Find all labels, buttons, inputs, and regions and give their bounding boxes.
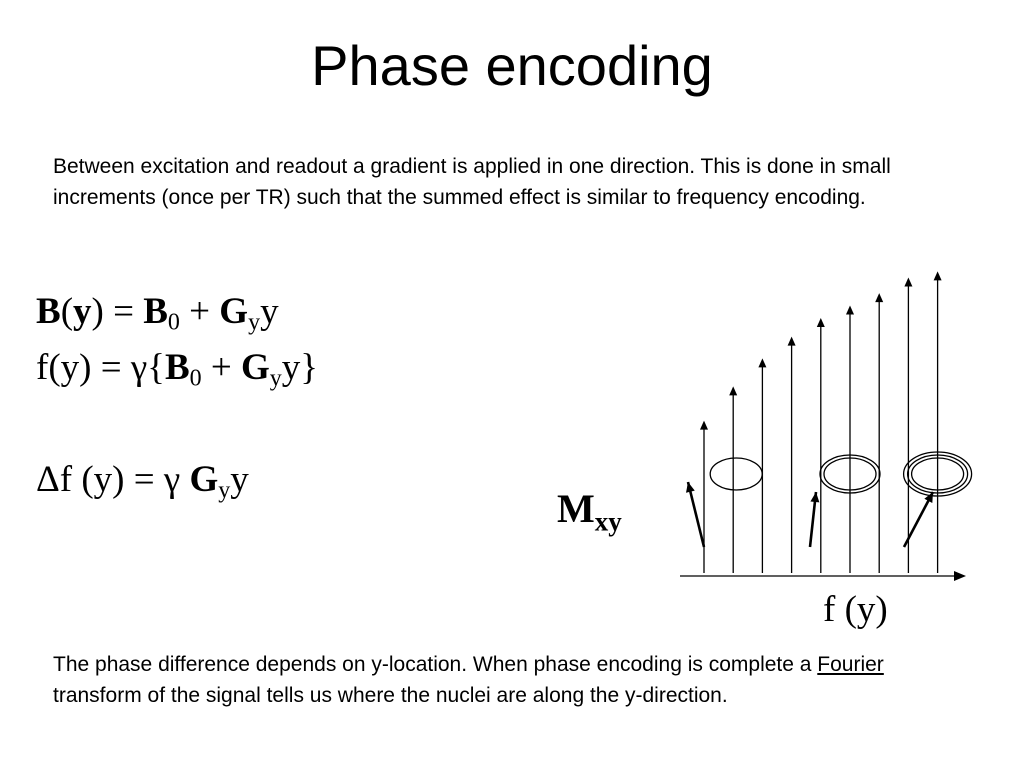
precession-ring bbox=[906, 454, 969, 494]
magnetization-vector-head bbox=[924, 492, 933, 503]
field-arrow-head bbox=[816, 317, 825, 327]
magnetization-vector bbox=[902, 491, 935, 548]
field-arrow-head bbox=[700, 420, 708, 430]
eq1-G-sub: y bbox=[248, 309, 261, 336]
eq2-tail: y} bbox=[281, 347, 319, 388]
eq1-open: ( bbox=[60, 291, 74, 332]
axis-label: f (y) bbox=[823, 589, 888, 630]
eq1-G: G bbox=[219, 291, 249, 332]
field-arrow-head bbox=[846, 305, 854, 315]
eq2-G-sub: y bbox=[269, 365, 282, 392]
eq2-B0-sub: 0 bbox=[189, 365, 202, 392]
precession-ring bbox=[902, 451, 973, 497]
eq1-plus: + bbox=[179, 291, 220, 332]
closing-paragraph: The phase difference depends on y-locati… bbox=[53, 650, 953, 711]
page-title: Phase encoding bbox=[311, 34, 713, 97]
magnetization-vector-head bbox=[686, 482, 695, 493]
field-arrow-head bbox=[904, 277, 913, 287]
eq1-B0: B bbox=[143, 291, 168, 332]
field-arrow-head bbox=[933, 271, 942, 281]
eq2-lhs: f(y) = γ{ bbox=[36, 347, 165, 388]
precession-ring bbox=[823, 457, 877, 491]
eq1-tail: y bbox=[260, 291, 279, 332]
closing-part1: The phase difference depends on y-locati… bbox=[53, 653, 818, 676]
magnetization-vector-head bbox=[810, 492, 820, 503]
field-arrow-head bbox=[729, 386, 738, 396]
eq3-G-sub: y bbox=[218, 477, 231, 504]
field-arrow-head bbox=[787, 336, 796, 346]
eq1-y: y bbox=[73, 291, 92, 332]
eq2-plus: + bbox=[201, 347, 242, 388]
equation-delta-frequency: Δf (y) = γ Gyy bbox=[36, 459, 249, 503]
precession-ring bbox=[709, 457, 763, 491]
intro-paragraph: Between excitation and readout a gradien… bbox=[53, 155, 891, 209]
eq2-G: G bbox=[241, 347, 270, 388]
eq1-B0-sub: 0 bbox=[167, 309, 180, 336]
closing-part2: transform of the signal tells us where t… bbox=[53, 683, 728, 707]
eq3-tail: y bbox=[230, 459, 249, 500]
frequency-axis-arrowhead bbox=[954, 571, 966, 581]
precession-ring bbox=[910, 457, 965, 491]
eq3-lhs: Δf (y) = γ bbox=[36, 459, 190, 500]
precession-ring bbox=[819, 454, 881, 494]
magnetization-label: Mxy bbox=[557, 486, 622, 536]
magnetization-vector bbox=[686, 481, 706, 548]
eq1-close: ) = bbox=[91, 291, 144, 332]
equation-field: B(y) = B0 + Gyy bbox=[36, 291, 279, 335]
mxy-sub: xy bbox=[594, 506, 622, 537]
equation-frequency: f(y) = γ{B0 + Gyy} bbox=[36, 347, 319, 391]
eq3-G: G bbox=[189, 459, 219, 500]
mxy-main: M bbox=[557, 486, 595, 531]
field-arrow-head bbox=[758, 358, 767, 368]
eq1-B: B bbox=[36, 291, 61, 332]
fourier-link[interactable]: Fourier bbox=[817, 653, 884, 676]
eq2-B0: B bbox=[164, 347, 190, 388]
field-arrow-head bbox=[875, 293, 884, 303]
